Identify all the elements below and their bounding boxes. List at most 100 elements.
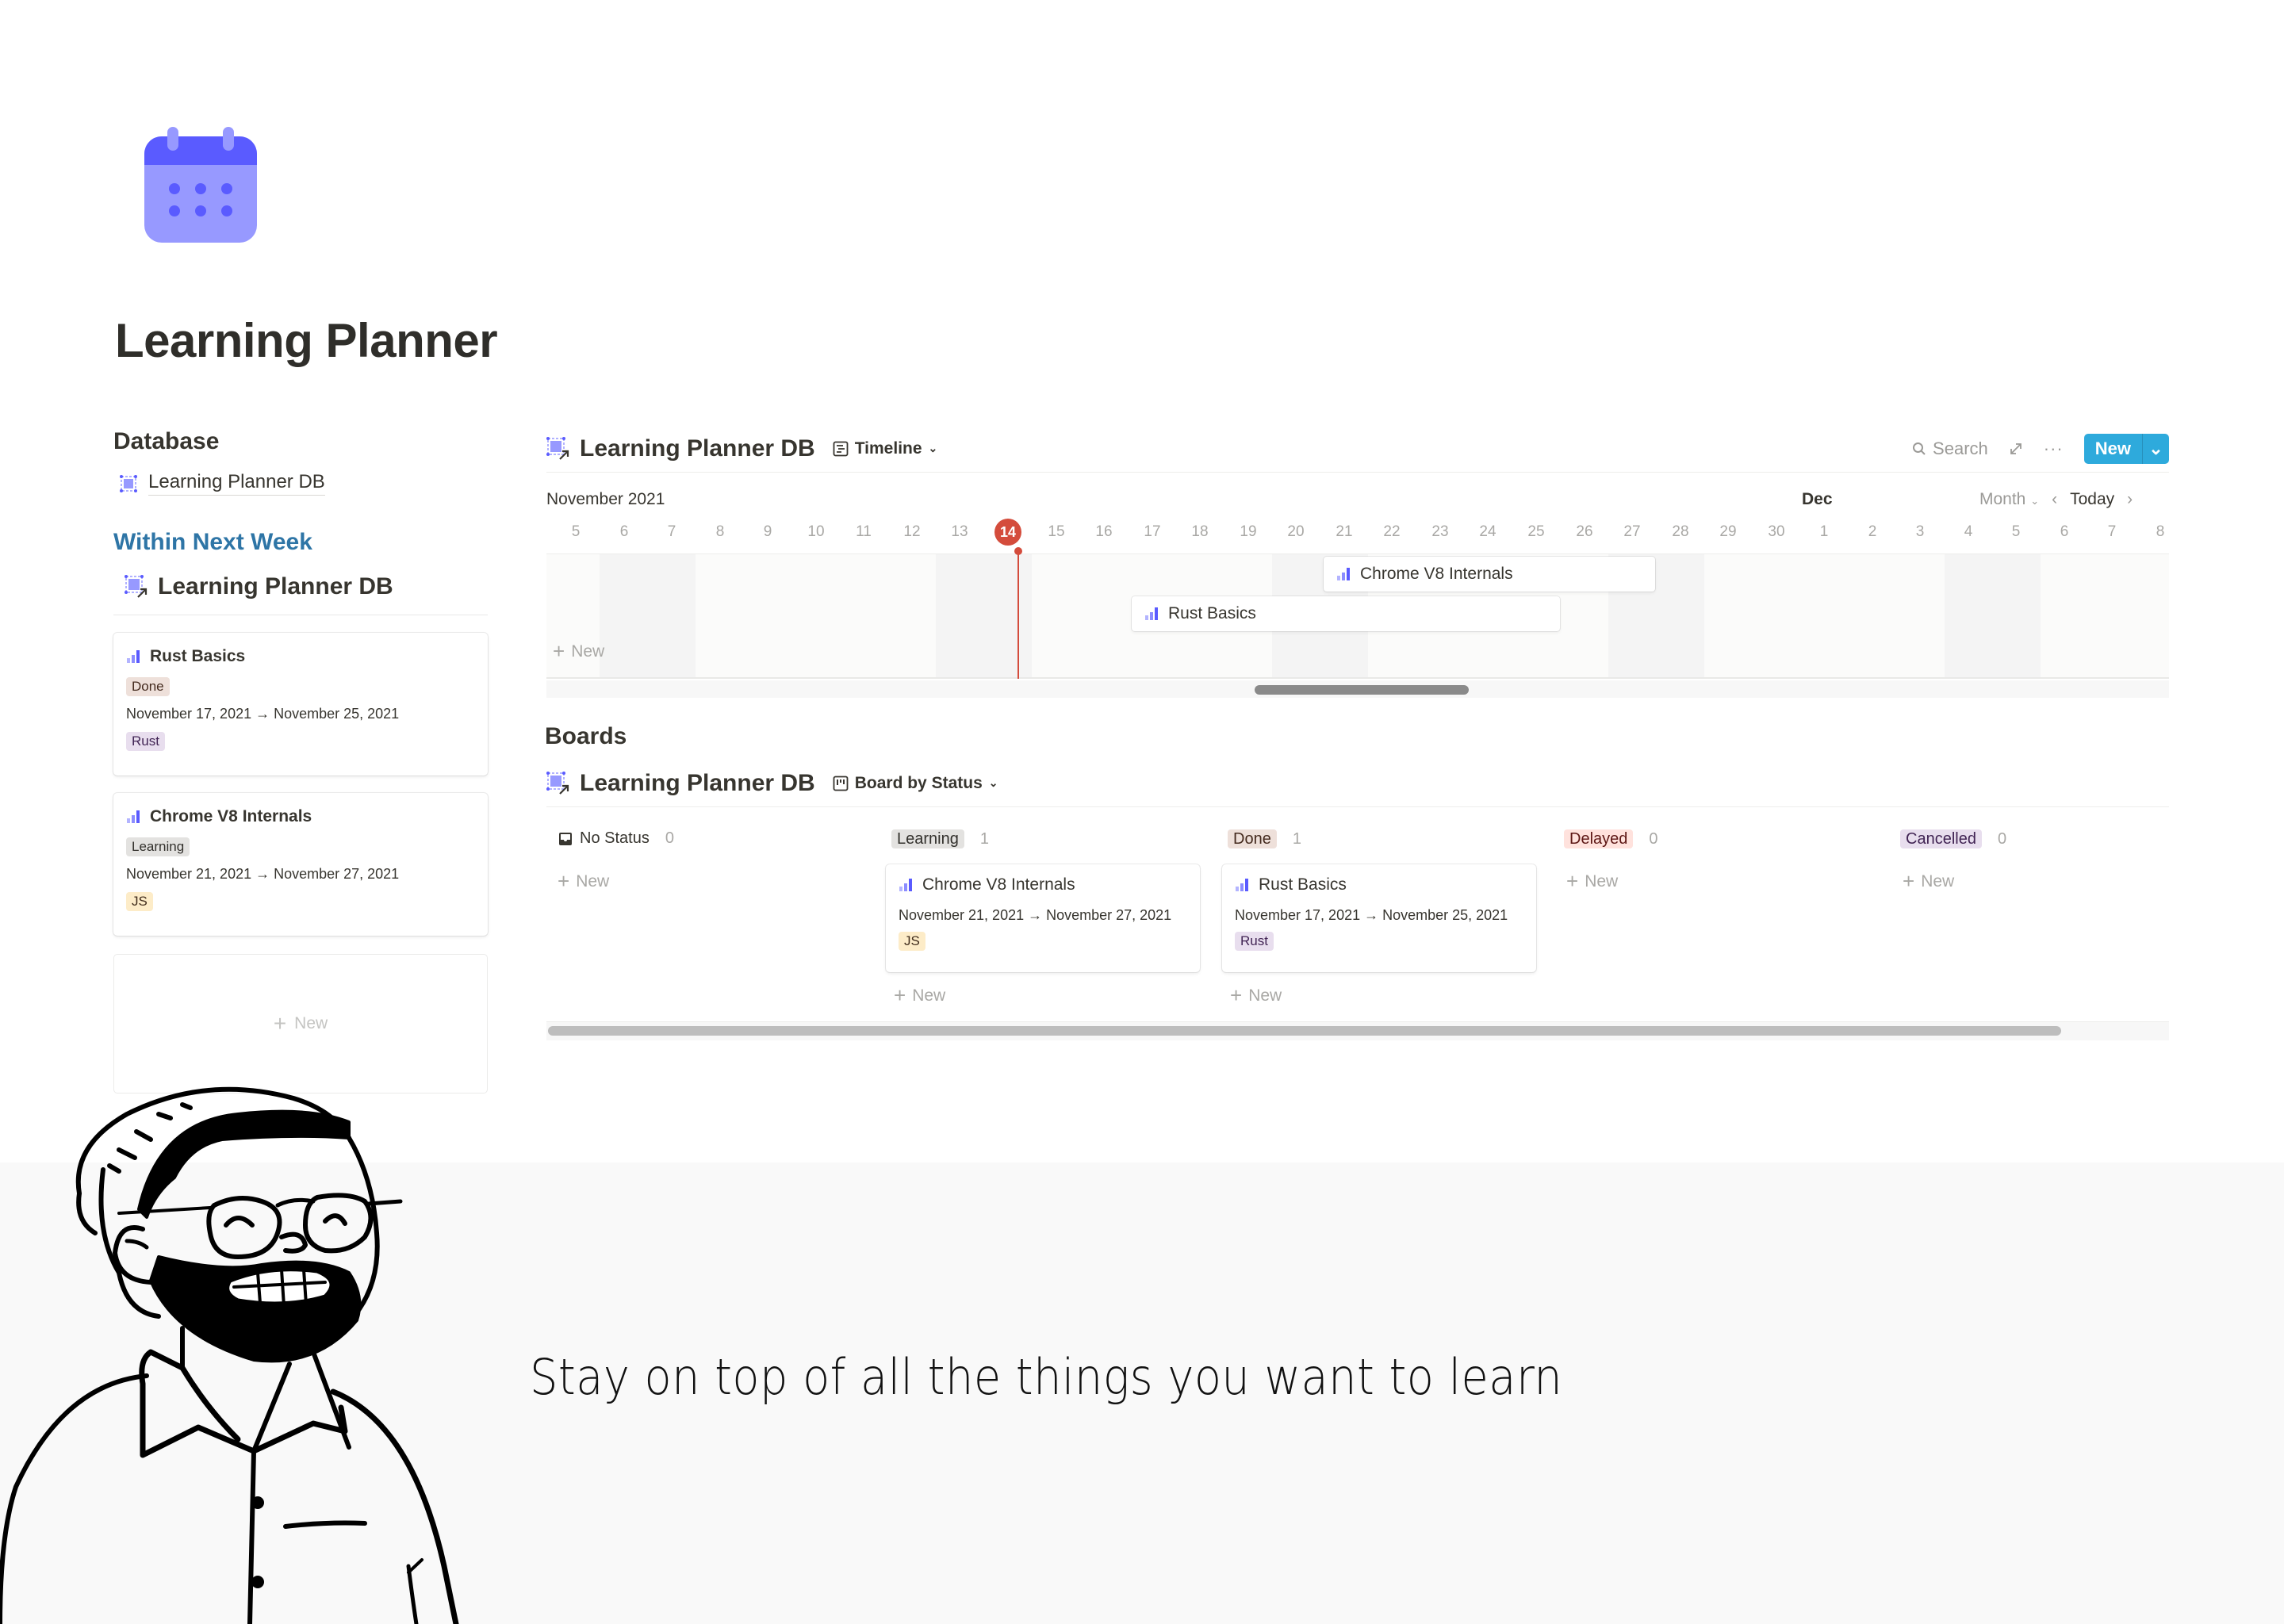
column-label: Learning: [891, 829, 964, 848]
new-button[interactable]: New ⌄: [2083, 433, 2169, 464]
day-label: 8: [715, 523, 725, 540]
card-title: Chrome V8 Internals: [922, 875, 1075, 894]
page-title: Learning Planner: [115, 314, 498, 367]
column-label: Cancelled: [1900, 829, 1982, 848]
search-button[interactable]: Search: [1912, 439, 1988, 459]
linked-db-title[interactable]: Learning Planner DB: [125, 573, 489, 600]
bar-title: Chrome V8 Internals: [1360, 565, 1513, 583]
gallery-card[interactable]: Rust Basics Done November 17, 2021 → Nov…: [113, 633, 488, 776]
topic-tag: Rust: [1235, 932, 1274, 951]
day-label: 7: [2107, 523, 2117, 540]
chevron-down-icon[interactable]: ⌄: [2142, 433, 2169, 464]
calendar-icon[interactable]: [144, 127, 257, 243]
signal-bars-icon: [1145, 607, 1158, 620]
day-label: 22: [1383, 523, 1401, 540]
column-count: 0: [1997, 829, 2007, 848]
day-label: 16: [1095, 523, 1113, 540]
left-column: Database Learning Planner DB Within Next…: [113, 428, 489, 615]
board-column-header[interactable]: Done 1: [1228, 829, 1301, 848]
view-switcher[interactable]: Timeline ⌄: [833, 439, 937, 458]
gallery-new-button[interactable]: + New: [113, 954, 488, 1094]
board-new-button[interactable]: + New: [558, 869, 609, 893]
new-label: New: [571, 642, 605, 661]
card-title: Rust Basics: [1259, 875, 1347, 894]
day-label: 12: [903, 523, 921, 540]
new-label: New: [1921, 872, 1955, 891]
day-label: 6: [619, 523, 629, 540]
signal-bars-icon: [127, 810, 140, 823]
board-scroll-thumb[interactable]: [548, 1026, 2061, 1036]
day-label: 26: [1576, 523, 1593, 540]
timeline-icon: [833, 441, 849, 456]
board-db-title[interactable]: Learning Planner DB: [580, 769, 815, 796]
database-link[interactable]: Learning Planner DB: [120, 471, 489, 496]
board-column-header[interactable]: No Status 0: [558, 829, 674, 848]
day-label: 5: [2011, 523, 2021, 540]
card-dates: November 17, 2021 → November 25, 2021: [126, 706, 400, 722]
day-label: 11: [856, 523, 872, 540]
day-label: 1: [1819, 523, 1829, 540]
new-button-label: New: [2094, 438, 2131, 458]
plus-icon: +: [553, 639, 565, 663]
status-badge: Done: [126, 677, 170, 696]
day-label: 21: [1336, 523, 1353, 540]
board-card[interactable]: Chrome V8 Internals November 21, 2021 → …: [886, 864, 1200, 972]
board-new-button[interactable]: + New: [1566, 871, 1619, 891]
timeline-bar[interactable]: Chrome V8 Internals: [1324, 557, 1655, 592]
status-badge: Learning: [126, 837, 190, 856]
column-count: 0: [1649, 829, 1658, 848]
day-label: 4: [1964, 523, 1973, 540]
board-new-button[interactable]: + New: [894, 985, 945, 1005]
board-column-header[interactable]: Learning 1: [891, 829, 989, 848]
board-column-header[interactable]: Cancelled 0: [1900, 829, 2006, 848]
signal-bars-icon: [1236, 879, 1248, 891]
topic-tag: JS: [126, 892, 153, 911]
today-button[interactable]: Today: [2070, 490, 2115, 508]
new-label: New: [1248, 986, 1282, 1005]
day-label: 20: [1287, 523, 1305, 540]
board-column-header[interactable]: Delayed 0: [1564, 829, 1658, 848]
day-label: 8: [2156, 523, 2165, 540]
day-label: 9: [763, 523, 772, 540]
column-label: No Status: [580, 829, 650, 847]
day-label: 29: [1719, 523, 1737, 540]
footer-band: [0, 1162, 2284, 1624]
boards-heading: Boards: [545, 723, 627, 749]
database-heading: Database: [113, 428, 220, 454]
plus-icon: +: [1230, 983, 1243, 1007]
chevron-right-icon[interactable]: ›: [2127, 490, 2133, 508]
expand-icon[interactable]: [2009, 442, 2023, 456]
new-label: New: [1585, 872, 1619, 891]
weekend-shade: [936, 554, 1032, 677]
timeline-day-row: 5 6 7 8 9 10 11 12 13 15 16 17 18 19 20 …: [546, 520, 2169, 544]
board-card[interactable]: Rust Basics November 17, 2021 → November…: [1222, 864, 1536, 972]
scale-label: Month: [1979, 490, 2026, 508]
timeline-bar[interactable]: Rust Basics: [1132, 596, 1560, 631]
more-options-icon[interactable]: ···: [2043, 438, 2064, 458]
timeline-new-button[interactable]: + New: [553, 639, 605, 663]
weekend-shade: [1945, 554, 2041, 677]
topic-tag: JS: [899, 932, 925, 951]
column-count: 0: [665, 829, 674, 847]
day-label: 6: [2060, 523, 2069, 540]
board-view-switcher[interactable]: Board by Status ⌄: [833, 774, 998, 793]
topic-tag: Rust: [126, 732, 165, 751]
day-label: 30: [1768, 523, 1785, 540]
column-count: 1: [1292, 829, 1301, 848]
board-new-button[interactable]: + New: [1230, 983, 1282, 1007]
gallery-card[interactable]: Chrome V8 Internals Learning November 21…: [113, 793, 488, 936]
plus-icon: +: [558, 869, 570, 893]
day-label: 17: [1144, 523, 1161, 540]
next-week-heading: Within Next Week: [113, 529, 312, 555]
chevron-left-icon[interactable]: ‹: [2052, 490, 2058, 508]
scale-dropdown[interactable]: Month ⌄: [1979, 490, 2039, 509]
card-dates: November 21, 2021 → November 27, 2021: [126, 866, 400, 882]
database-link-label: Learning Planner DB: [148, 471, 325, 496]
timeline-db-title[interactable]: Learning Planner DB: [580, 435, 815, 462]
linked-database-icon: [125, 575, 148, 598]
weekend-shade: [600, 554, 696, 677]
timeline-scroll-thumb[interactable]: [1255, 685, 1469, 695]
view-label: Timeline: [854, 439, 922, 458]
plus-icon: +: [1903, 869, 1915, 893]
board-new-button[interactable]: + New: [1903, 869, 1955, 893]
